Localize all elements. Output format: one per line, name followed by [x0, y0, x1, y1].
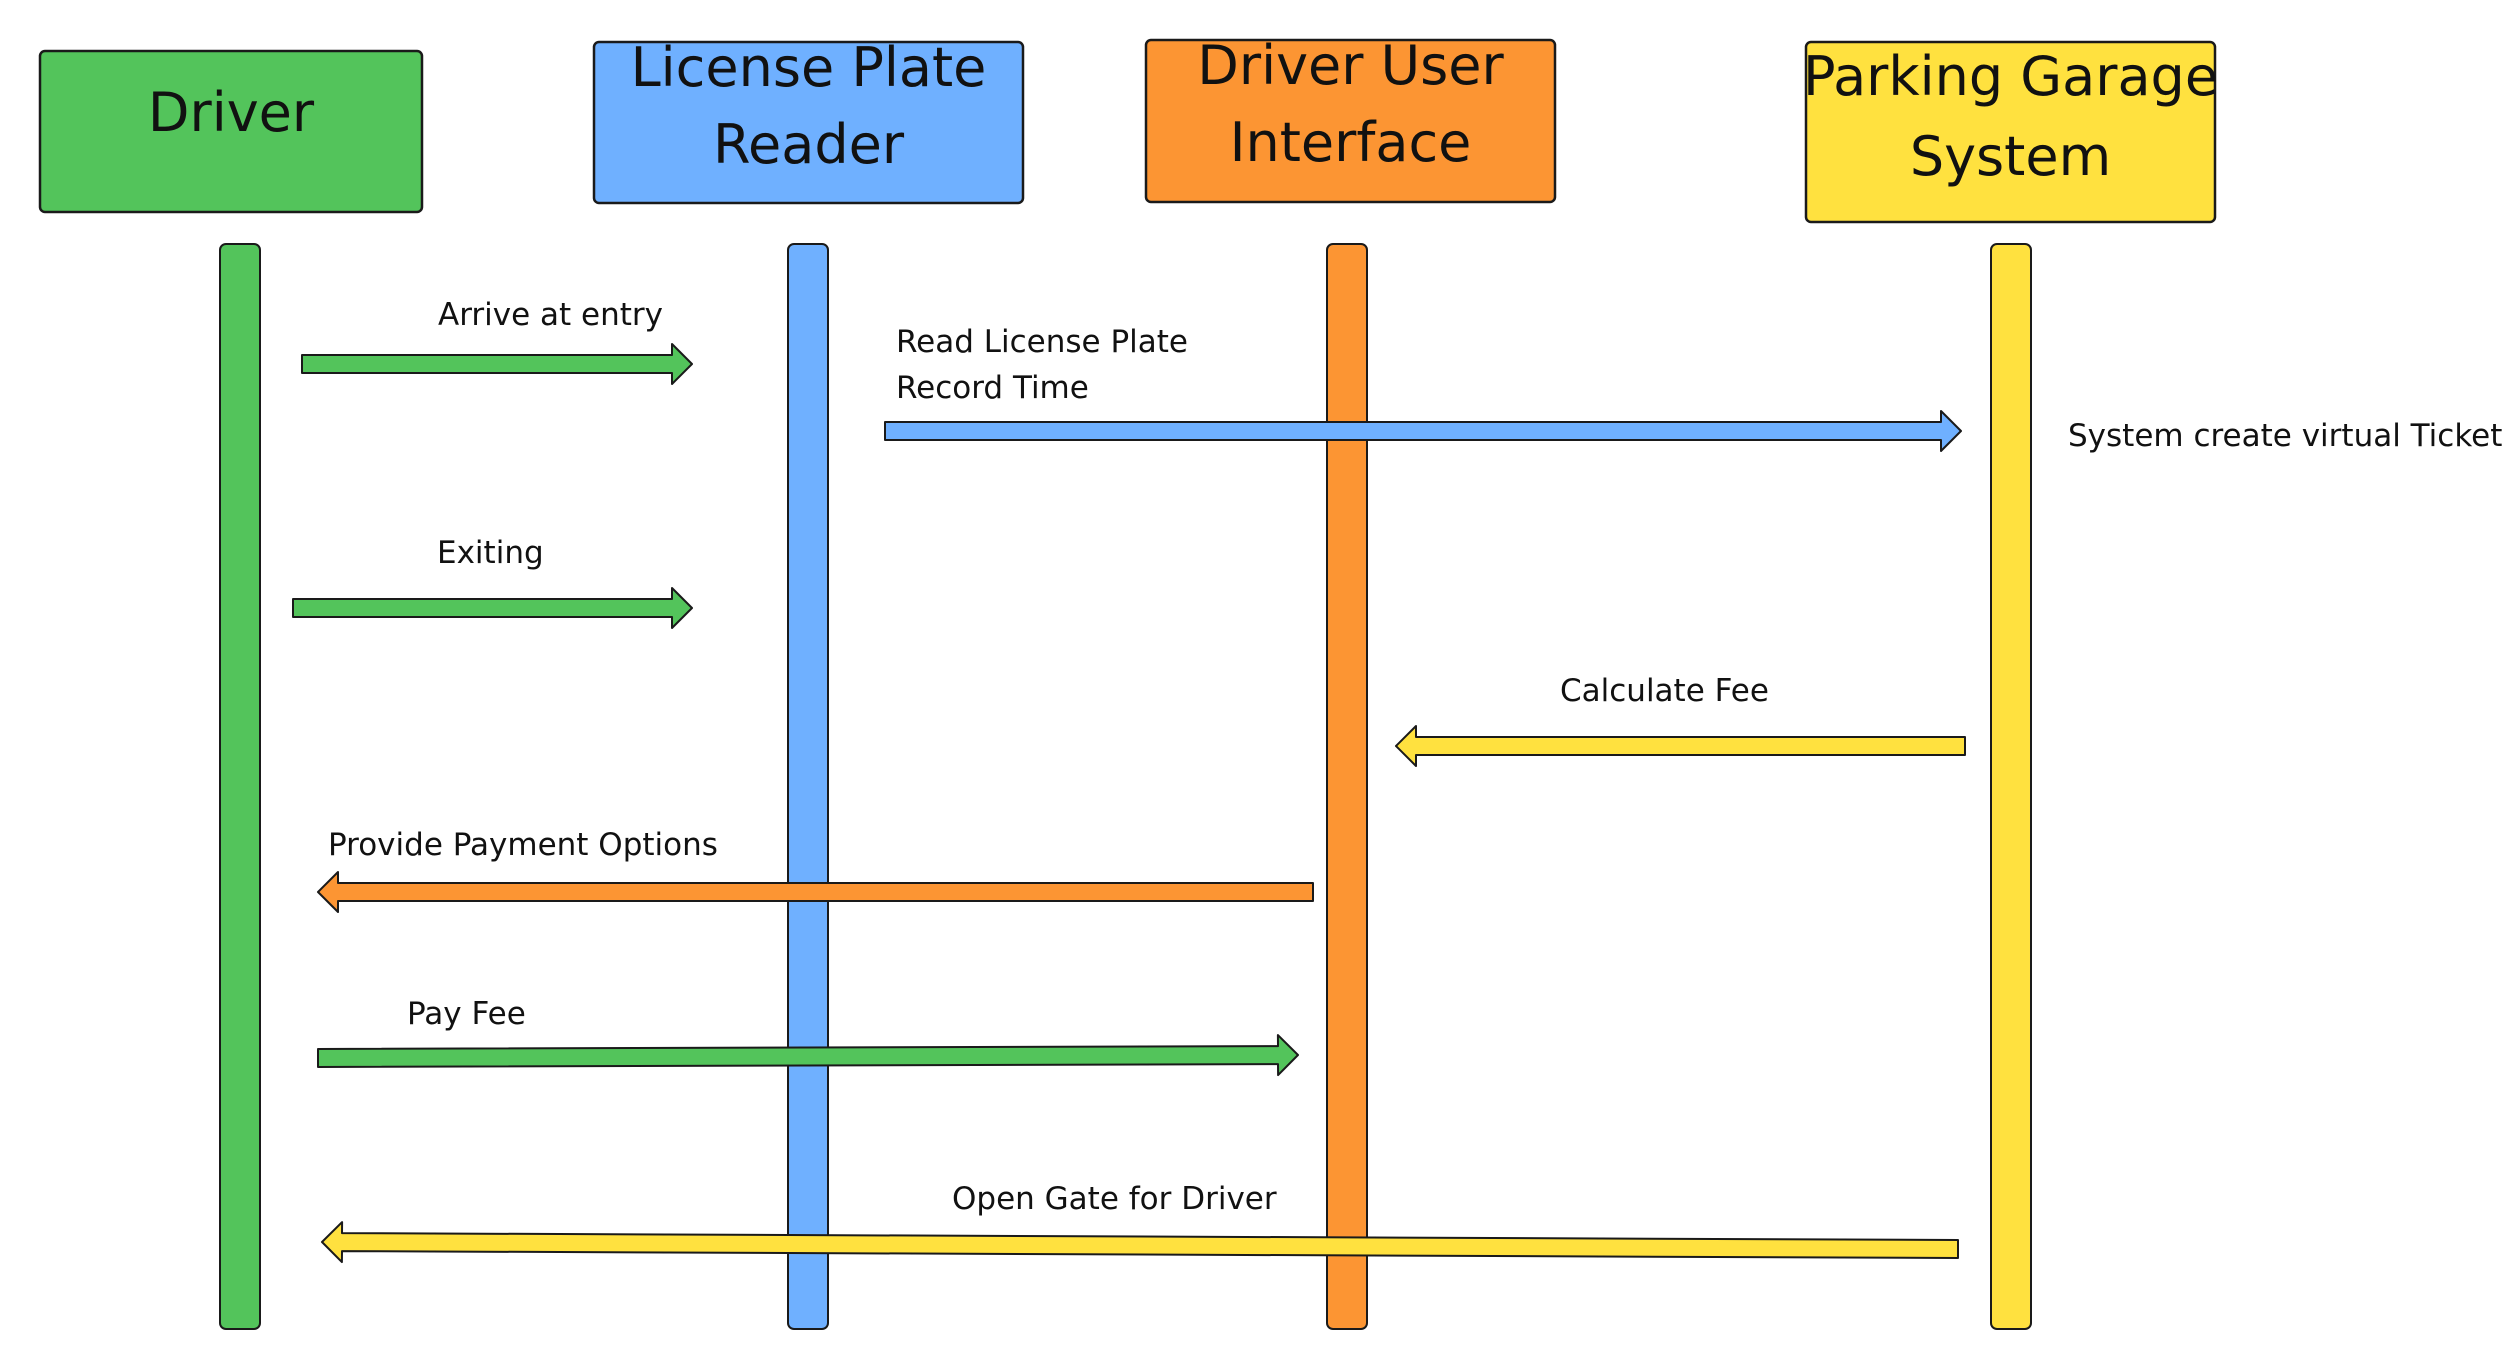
actor-driver: Driver: [38, 49, 424, 214]
message-label-pay-fee: Pay Fee: [407, 996, 526, 1032]
actor-title-reader-line-2: Reader: [713, 113, 905, 176]
actor-box-interface: [1144, 38, 1557, 204]
arrow-pay-fee: [317, 1034, 1299, 1077]
arrow-payment-options: [317, 871, 1314, 913]
lifeline-interface: [1326, 243, 1368, 1330]
note-virtual-ticket: System create virtual Ticket: [2068, 418, 2502, 454]
lifeline-system: [1990, 243, 2032, 1330]
actor-title-system-line-2: System: [1910, 125, 2111, 188]
actor-title-interface-line-1: Driver User: [1197, 34, 1504, 97]
actor-title-reader-line-1: License Plate: [631, 36, 987, 99]
message-calculate-fee: Calculate Fee: [1395, 673, 1966, 767]
actor-title-system-line-1: Parking Garage: [1803, 45, 2218, 108]
message-arrive: Arrive at entry: [301, 297, 693, 385]
arrow-read-plate: [884, 410, 1962, 452]
lifeline-driver: [219, 243, 261, 1330]
message-label-arrive: Arrive at entry: [438, 297, 663, 333]
message-payment-options: Provide Payment Options: [317, 827, 1314, 913]
message-label-read-plate-line-1: Read License Plate: [896, 324, 1188, 360]
message-label-calculate-fee: Calculate Fee: [1560, 673, 1769, 709]
arrow-open-gate: [321, 1221, 1959, 1264]
actor-title-interface-line-2: Interface: [1230, 111, 1472, 174]
actor-title-driver-line-1: Driver: [148, 81, 315, 144]
message-pay-fee: Pay Fee: [317, 996, 1299, 1077]
actor-box-system: [1804, 40, 2217, 224]
message-open-gate: Open Gate for Driver: [321, 1181, 1959, 1264]
arrow-exiting: [292, 587, 693, 629]
actor-box-reader: [592, 40, 1025, 205]
message-label-payment-options: Provide Payment Options: [328, 827, 718, 863]
message-label-exiting: Exiting: [437, 535, 544, 571]
arrow-calculate-fee: [1395, 725, 1966, 767]
arrow-arrive: [301, 343, 693, 385]
message-label-open-gate: Open Gate for Driver: [952, 1181, 1277, 1217]
message-label-read-plate-line-2: Record Time: [896, 370, 1089, 406]
actor-box-driver: [38, 49, 424, 214]
lifeline-reader: [787, 243, 829, 1330]
message-exiting: Exiting: [292, 535, 693, 629]
